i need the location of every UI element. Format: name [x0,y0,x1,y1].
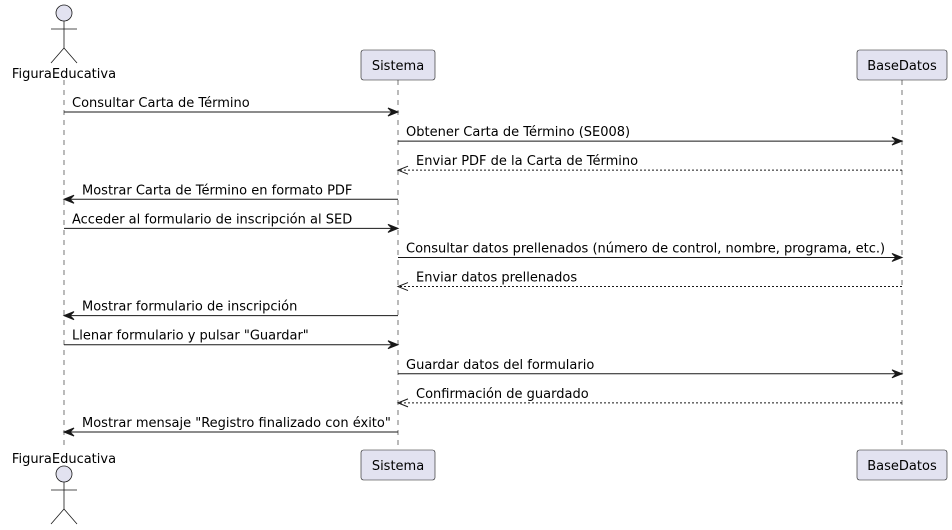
message-10-label: Guardar datos del formulario [406,358,594,373]
message-6-arrowhead [891,252,904,262]
message-10-arrowhead [891,369,904,379]
participant-base-bottom-box [856,449,948,481]
participant-figura-top-label: FiguraEducativa [12,67,116,82]
participant-sistema-top-box [360,49,436,81]
message-3-arrowhead [396,165,409,175]
actor-figura-bottom-left-leg [50,508,65,525]
message-4: Mostrar Carta de Término en formato PDF [62,183,398,204]
actor-figura-top-right-leg [63,47,78,64]
message-2-arrowhead [891,136,904,146]
message-5-arrowhead [387,223,400,233]
actor-figura-top-head [55,4,73,22]
message-6: Consultar datos prellenados (número de c… [398,241,904,262]
message-1: Consultar Carta de Término [64,96,400,117]
participant-sistema-bottom-box [360,449,436,481]
message-9-arrowhead [387,340,400,350]
actor-figura-top-icon [50,4,78,64]
participant-sistema-bottom: Sistema [360,449,436,481]
message-12-arrowhead [62,427,75,437]
message-3-label: Enviar PDF de la Carta de Término [416,154,638,169]
participant-base-top-box [856,49,948,81]
message-3: Enviar PDF de la Carta de Término [396,154,902,175]
message-11: Confirmación de guardado [396,387,902,408]
participant-base-bottom: BaseDatos [856,449,948,481]
message-8-arrowhead [62,311,75,321]
participant-figura-bottom-label: FiguraEducativa [12,452,116,467]
message-7-arrowhead [396,282,409,292]
message-7-label: Enviar datos prellenados [416,271,577,286]
message-12-label: Mostrar mensaje "Registro finalizado con… [82,416,391,431]
actor-figura-bottom-head [55,465,73,483]
participant-sistema-top-label: Sistema [372,59,424,74]
message-1-label: Consultar Carta de Término [72,96,250,111]
participant-base-top-label: BaseDatos [867,59,937,74]
message-9: Llenar formulario y pulsar "Guardar" [64,329,400,350]
actor-figura-top-left-leg [50,47,65,64]
message-6-label: Consultar datos prellenados (número de c… [406,241,885,256]
message-10: Guardar datos del formulario [398,358,904,379]
actor-figura-bottom-right-leg [63,508,78,525]
message-8: Mostrar formulario de inscripción [62,300,398,321]
participant-base-top: BaseDatos [856,49,948,81]
message-2-label: Obtener Carta de Término (SE008) [406,125,630,140]
message-5: Acceder al formulario de inscripción al … [64,212,400,233]
participant-sistema-top: Sistema [360,49,436,81]
message-2: Obtener Carta de Término (SE008) [398,125,904,146]
message-1-arrowhead [387,107,400,117]
participant-sistema-bottom-label: Sistema [372,459,424,474]
message-12: Mostrar mensaje "Registro finalizado con… [62,416,398,437]
message-4-arrowhead [62,194,75,204]
actor-figura-bottom-icon [50,465,78,525]
message-7: Enviar datos prellenados [396,271,902,292]
message-5-label: Acceder al formulario de inscripción al … [72,212,352,227]
message-11-arrowhead [396,398,409,408]
message-11-label: Confirmación de guardado [416,387,589,402]
message-4-label: Mostrar Carta de Término en formato PDF [82,183,352,198]
message-9-label: Llenar formulario y pulsar "Guardar" [72,329,309,344]
message-8-label: Mostrar formulario de inscripción [82,300,297,315]
participant-base-bottom-label: BaseDatos [867,459,937,474]
